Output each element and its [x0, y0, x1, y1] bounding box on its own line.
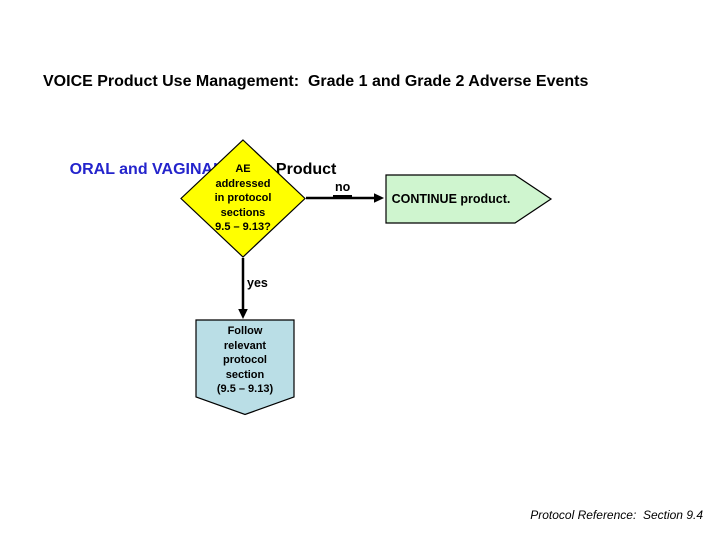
- slide-title-line2-highlight: ORAL and VAGINAL: [69, 161, 223, 178]
- slide-title-line1: VOICE Product Use Management: Grade 1 an…: [43, 73, 589, 90]
- edge-label-no: no: [333, 180, 353, 197]
- down-pentagon-shape: [195, 319, 295, 416]
- edge-label-yes: yes: [247, 276, 268, 290]
- diamond-shape: [180, 139, 306, 258]
- continue-node-text: CONTINUE product.: [391, 192, 511, 206]
- follow-node-text: Follow relevant protocol section (9.5 – …: [216, 325, 274, 395]
- decision-node-text: AE addressed in protocol sections 9.5 – …: [214, 163, 272, 234]
- decision-node-shape: [180, 139, 306, 258]
- yes-arrowhead-icon: [238, 309, 248, 319]
- no-arrowhead-icon: [374, 193, 384, 203]
- continue-node-shape: [385, 174, 553, 224]
- protocol-reference: Protocol Reference: Section 9.4: [530, 508, 703, 522]
- follow-node-shape: [195, 319, 295, 416]
- right-pentagon-shape: [385, 174, 553, 224]
